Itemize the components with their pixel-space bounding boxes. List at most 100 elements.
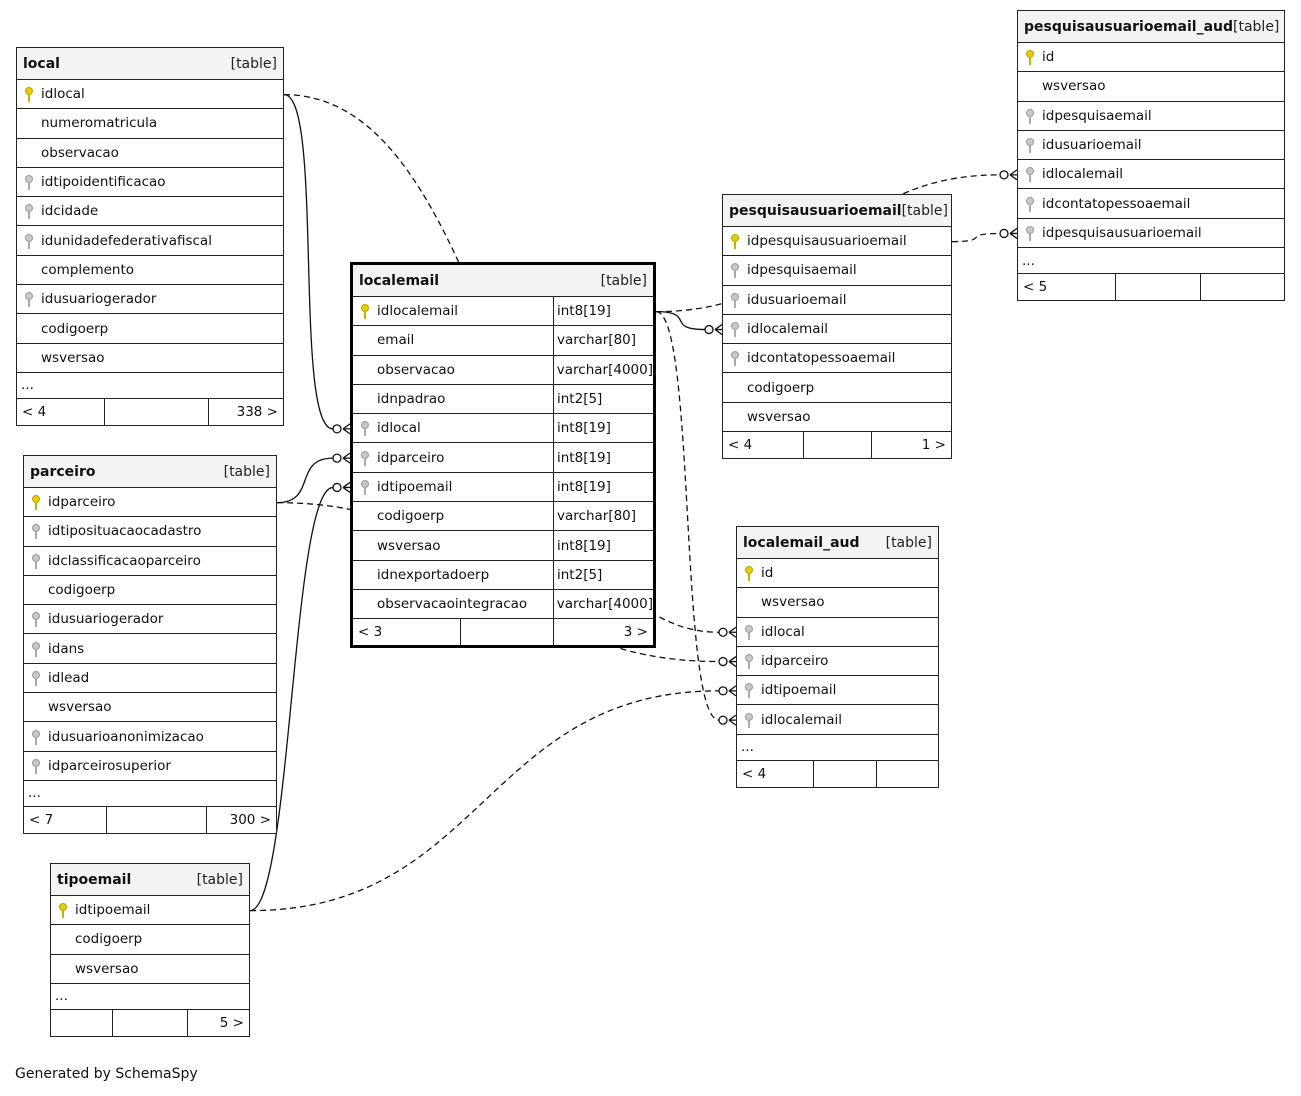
primary-key-icon	[723, 227, 747, 255]
column-row[interactable]: observacao	[17, 139, 283, 168]
column-name: idlocal	[41, 86, 85, 103]
children-count: 300 >	[206, 806, 276, 833]
column-row[interactable]: wsversao	[17, 344, 283, 373]
table-name[interactable]: pesquisausuarioemail	[729, 202, 902, 219]
column-row[interactable]: idusuarioemail	[1018, 131, 1284, 161]
table-name[interactable]: local	[23, 55, 60, 72]
column-row[interactable]: idusuariogerador	[24, 605, 276, 635]
column-name: codigoerp	[41, 320, 109, 337]
row-count	[113, 1010, 187, 1036]
column-row[interactable]: idlocalemail	[1018, 160, 1284, 190]
blank-icon-slot	[353, 502, 377, 530]
column-row[interactable]: idlocal	[17, 80, 283, 110]
table-name[interactable]: tipoemail	[57, 871, 132, 888]
foreign-key-icon	[353, 443, 377, 471]
table-name[interactable]: parceiro	[30, 463, 96, 480]
table-footer: < 5	[1018, 274, 1284, 301]
blank-icon-slot	[17, 109, 41, 137]
column-row[interactable]: idlocalemail	[723, 315, 951, 345]
column-row[interactable]: idpesquisaemail	[723, 256, 951, 286]
column-row[interactable]: idcidade	[17, 197, 283, 227]
row-count	[814, 761, 876, 787]
foreign-key-icon	[24, 605, 48, 633]
column-row[interactable]: idusuariogerador	[17, 285, 283, 315]
column-row[interactable]: id	[737, 559, 938, 589]
column-row[interactable]: codigoerp	[24, 576, 276, 606]
column-row[interactable]: idclassificacaoparceiro	[24, 547, 276, 576]
column-row[interactable]: idtipoemail	[51, 896, 249, 926]
column-name: idpesquisausuarioemail	[1042, 224, 1202, 241]
column-name: complemento	[41, 261, 135, 278]
column-type: int8[19]	[553, 443, 653, 472]
column-row[interactable]: complemento	[17, 256, 283, 286]
relationship-line	[249, 486, 334, 912]
table-kind-label: [table]	[196, 871, 243, 888]
column-row[interactable]: idpesquisausuarioemail	[1018, 219, 1284, 249]
column-row[interactable]: numeromatricula	[17, 109, 283, 139]
column-row[interactable]: idtiposituacaocadastro	[24, 517, 276, 547]
column-row[interactable]: idparceirosuperior	[24, 752, 276, 781]
column-row[interactable]: wsversao	[723, 403, 951, 433]
foreign-key-icon	[24, 634, 48, 662]
column-type: varchar[4000]	[552, 355, 653, 384]
column-row[interactable]: idpesquisausuarioemail	[723, 227, 951, 257]
relationship-line	[951, 232, 1001, 243]
column-row[interactable]: idans	[24, 634, 276, 664]
column-row[interactable]: codigoerp	[17, 314, 283, 344]
foreign-key-icon	[723, 315, 747, 343]
column-row[interactable]: idlocal	[737, 618, 938, 647]
column-row[interactable]: idusuarioanonimizacao	[24, 722, 276, 752]
column-row[interactable]: idtipoidentificacao	[17, 168, 283, 198]
relationship-end-marker	[718, 656, 737, 668]
column-name: codigoerp	[48, 582, 116, 599]
column-row[interactable]: idcontatopessoaemail	[1018, 189, 1284, 219]
column-row[interactable]: idparceiro	[737, 647, 938, 677]
column-type: varchar[80]	[553, 502, 653, 531]
column-row[interactable]: codigoerp	[723, 373, 951, 403]
column-row[interactable]: wsversao	[51, 955, 249, 984]
column-row[interactable]: idlocalemail	[737, 705, 938, 735]
column-name: id	[761, 565, 774, 582]
row-count	[804, 432, 871, 458]
column-row[interactable]: idunidadefederativafiscal	[17, 226, 283, 256]
column-row[interactable]: wsversao	[24, 693, 276, 723]
column-row[interactable]: codigoerp	[51, 925, 249, 955]
table-name[interactable]: localemail_aud	[743, 534, 860, 551]
relationship-line	[249, 690, 720, 912]
blank-icon-slot	[723, 403, 747, 431]
column-row[interactable]: idpesquisaemail	[1018, 102, 1284, 131]
column-row[interactable]: idlead	[24, 664, 276, 694]
table-name[interactable]: localemail	[359, 272, 440, 289]
table-name[interactable]: pesquisausuarioemail_aud	[1024, 18, 1234, 35]
primary-key-icon	[1018, 43, 1042, 71]
column-row[interactable]: id	[1018, 43, 1284, 73]
column-row[interactable]: idusuarioemail	[723, 286, 951, 315]
column-name: wsversao	[1042, 78, 1106, 95]
column-row[interactable]: wsversao	[1018, 72, 1284, 102]
column-row[interactable]: idcontatopessoaemail	[723, 344, 951, 374]
column-row[interactable]: idparceiro	[24, 488, 276, 518]
blank-icon-slot	[353, 561, 377, 589]
table-pesquisausuarioemail[interactable]: pesquisausuarioemail[table]idpesquisausu…	[722, 194, 952, 460]
column-row[interactable]: wsversao	[737, 588, 938, 618]
column-row[interactable]: idtipoemail	[737, 676, 938, 706]
more-columns-ellipsis: ...	[1018, 248, 1284, 275]
relationship-end-marker	[332, 452, 351, 464]
